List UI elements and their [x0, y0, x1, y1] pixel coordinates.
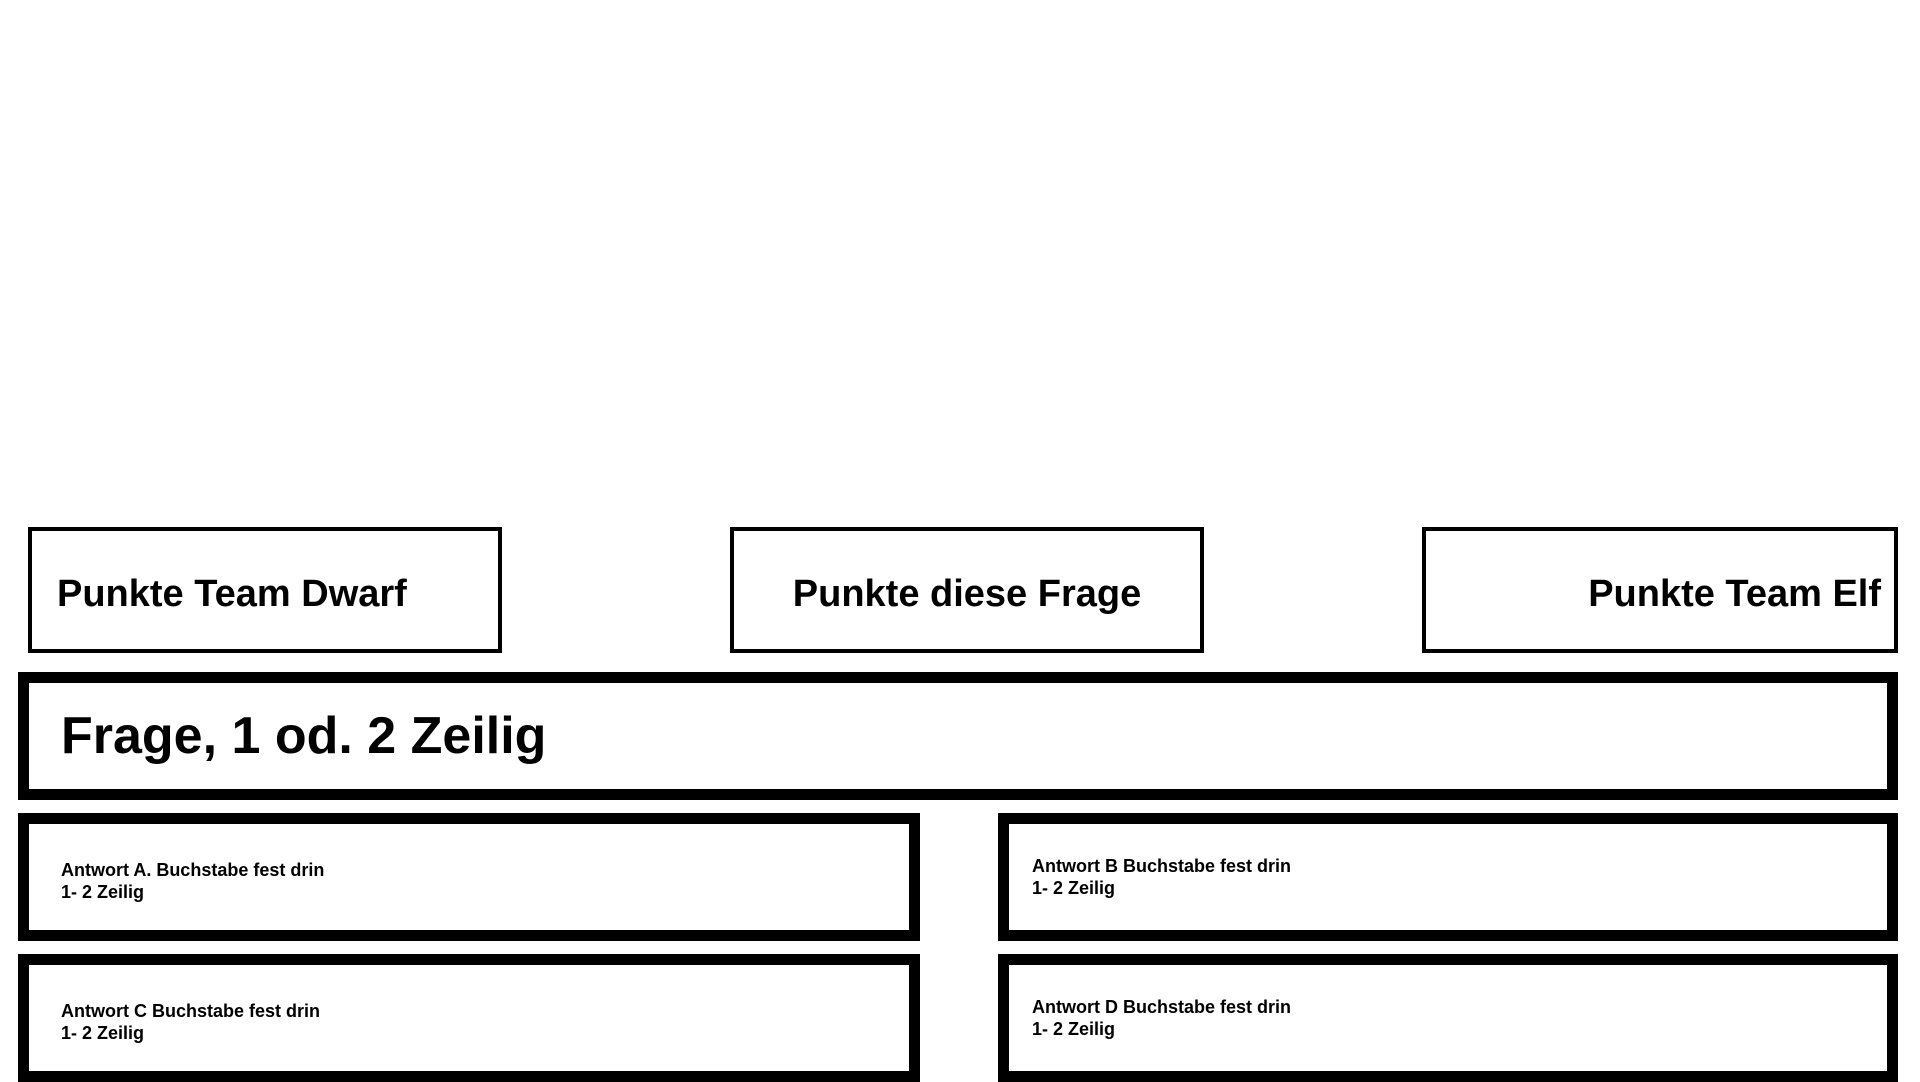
score-team-dwarf-label: Punkte Team Dwarf: [57, 572, 407, 615]
answer-a-line1: Antwort A. Buchstabe fest drin: [61, 860, 325, 880]
answer-b-line1: Antwort B Buchstabe fest drin: [1032, 856, 1292, 876]
score-team-dwarf-box: Punkte Team Dwarf: [28, 527, 502, 653]
answer-a-line2: 1- 2 Zeilig: [61, 882, 145, 902]
question-box: Frage, 1 od. 2 Zeilig: [18, 672, 1898, 800]
answer-b-button[interactable]: Antwort B Buchstabe fest drin 1- 2 Zeili…: [998, 813, 1898, 941]
score-team-elf-box: Punkte Team Elf: [1422, 527, 1898, 653]
answer-d-button[interactable]: Antwort D Buchstabe fest drin 1- 2 Zeili…: [998, 954, 1898, 1082]
answer-c-line2: 1- 2 Zeilig: [61, 1023, 145, 1043]
answer-a-button[interactable]: Antwort A. Buchstabe fest drin 1- 2 Zeil…: [18, 813, 920, 941]
answer-c-button[interactable]: Antwort C Buchstabe fest drin 1- 2 Zeili…: [18, 954, 920, 1082]
answer-d-line1: Antwort D Buchstabe fest drin: [1032, 997, 1292, 1017]
score-current-question-label: Punkte diese Frage: [792, 572, 1142, 615]
answer-b-line2: 1- 2 Zeilig: [1032, 878, 1116, 898]
question-text: Frage, 1 od. 2 Zeilig: [61, 707, 547, 765]
score-team-elf-label: Punkte Team Elf: [1588, 572, 1881, 615]
score-current-question-box: Punkte diese Frage: [730, 527, 1204, 653]
answer-d-line2: 1- 2 Zeilig: [1032, 1019, 1116, 1039]
answer-c-line1: Antwort C Buchstabe fest drin: [61, 1001, 321, 1021]
